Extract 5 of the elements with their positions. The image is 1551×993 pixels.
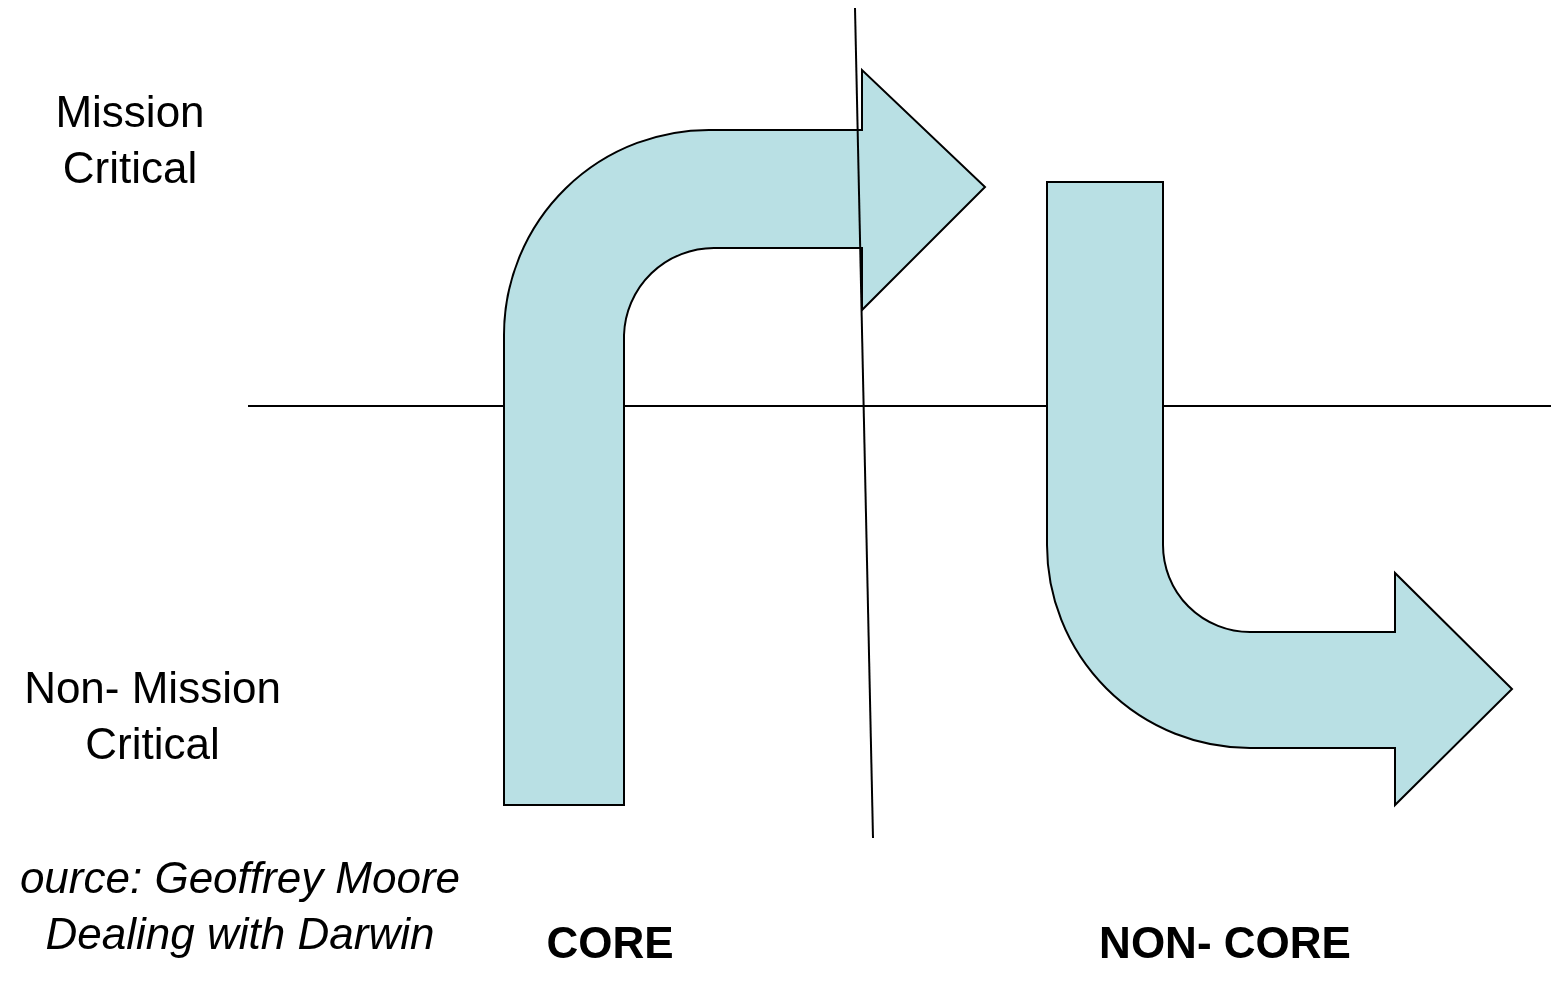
column-label: NON- CORE	[1098, 917, 1352, 969]
source-note: ource: Geoffrey Moore Dealing with Darwin	[18, 852, 462, 960]
row-label: Non- Mission Critical	[23, 662, 282, 770]
row-label: Mission Critical	[54, 86, 206, 194]
column-label: CORE	[545, 917, 675, 969]
